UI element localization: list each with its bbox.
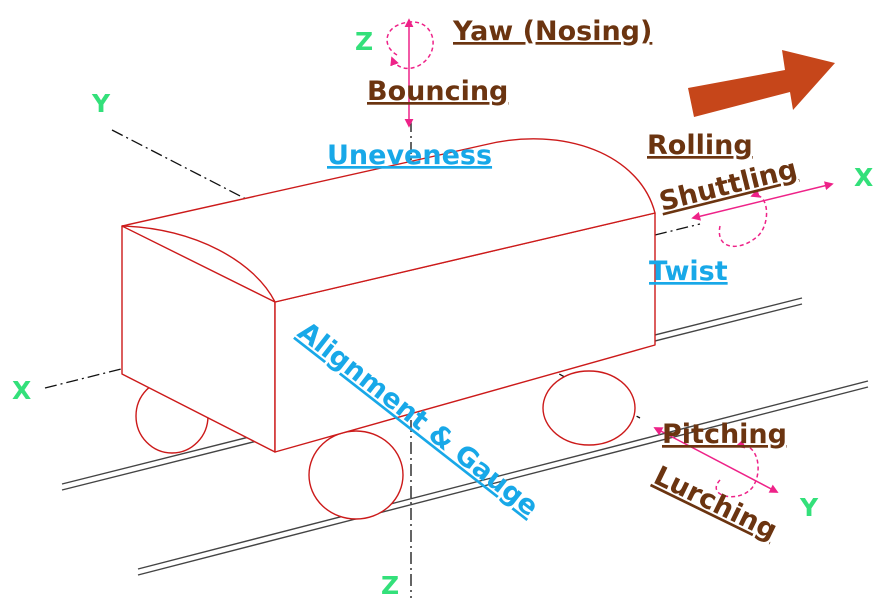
rail-front: [137, 380, 869, 570]
wheel-rear-right: [542, 370, 636, 446]
pitching-rotation-icon: [715, 439, 759, 498]
uneveness-label: Uneveness: [327, 140, 492, 171]
lurching-label: Lurching: [649, 460, 782, 546]
wagon-roof: [121, 138, 656, 303]
pitching-label: Pitching: [662, 419, 787, 450]
direction-arrow: [688, 50, 835, 117]
rolling-label: Rolling: [647, 130, 753, 161]
shuttling-arrow: [691, 181, 834, 221]
shuttling-label: Shuttling: [656, 154, 800, 218]
x-axis-label-left: X: [12, 376, 31, 405]
x-axis-line-right: [654, 223, 701, 236]
z-axis-label-top: Z: [355, 27, 373, 56]
yaw-rotation-icon: [386, 21, 434, 70]
wagon-body: [121, 138, 656, 453]
y-axis-line-back: [111, 129, 249, 201]
twist-label: Twist: [649, 256, 728, 287]
yaw-label: Yaw (Nosing): [452, 16, 652, 47]
lurching-arrow: [653, 427, 779, 493]
z-axis-label-bottom: Z: [381, 571, 399, 600]
wheel-front-left: [308, 430, 404, 520]
y-axis-label-left: Y: [91, 89, 111, 118]
y-axis-label-right: Y: [799, 493, 819, 522]
rolling-rotation-icon: [718, 189, 768, 248]
bouncing-label: Bouncing: [367, 76, 508, 107]
x-axis-label-right: X: [854, 163, 873, 192]
motion-arrows: [386, 18, 834, 498]
